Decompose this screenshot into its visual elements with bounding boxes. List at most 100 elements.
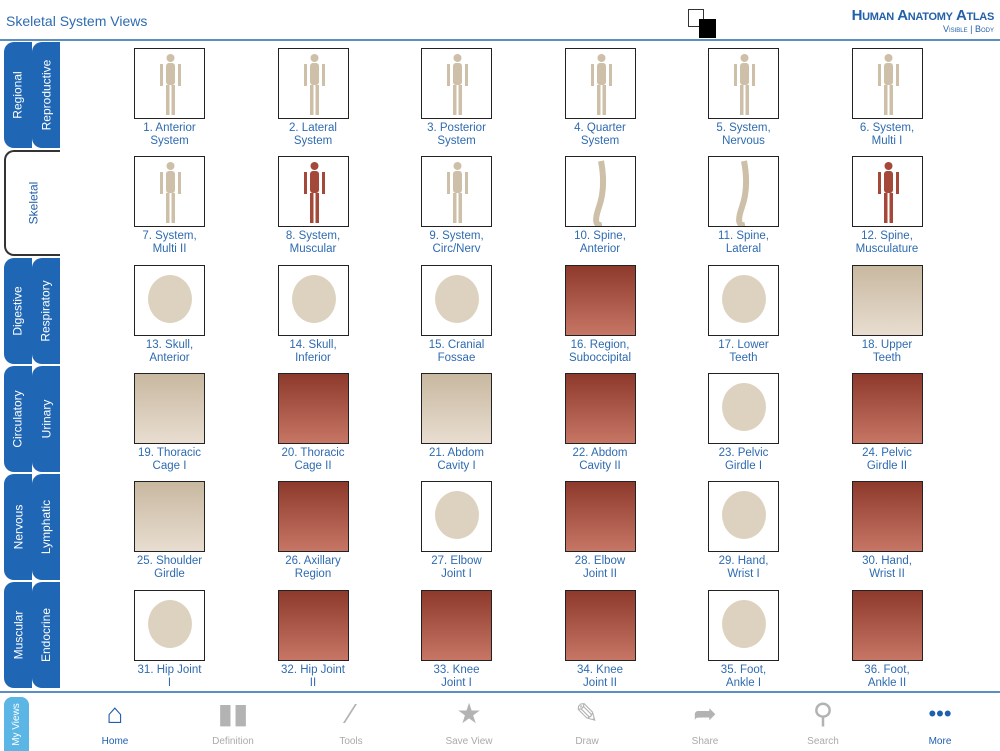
view-thumbnail[interactable] [277,372,349,444]
tab-respiratory[interactable]: Respiratory [32,258,60,364]
view-thumbnail[interactable] [564,372,636,444]
view-thumbnail[interactable] [277,481,349,553]
view-thumbnail[interactable] [134,589,205,661]
tab-skeletal[interactable]: Skeletal [4,150,60,256]
tab-circulatory[interactable]: Circulatory [4,366,32,472]
my-views-tab[interactable]: My Views [4,697,29,751]
view-thumbnail[interactable] [851,589,923,661]
view-thumbnail[interactable] [421,48,492,119]
tab-nervous[interactable]: Nervous [4,474,32,580]
view-thumbnail[interactable] [277,589,349,661]
view-label[interactable]: 30. Hand,Wrist II [816,555,959,581]
view-item[interactable]: 7. System,Multi II [98,156,241,256]
view-label[interactable]: 9. System,Circ/Nerv [385,230,528,256]
view-label[interactable]: 16. Region,Suboccipital [529,339,672,365]
toolbar-home-button[interactable]: ⌂Home [75,699,155,748]
view-thumbnail[interactable] [421,372,492,444]
view-label[interactable]: 35. Foot,Ankle I [672,664,815,690]
view-item[interactable]: 36. Foot,Ankle II [816,589,959,690]
view-label[interactable]: 10. Spine,Anterior [529,230,672,256]
toolbar-share-button[interactable]: ➦Share [665,699,745,748]
view-item[interactable]: 9. System,Circ/Nerv [385,156,528,256]
view-thumbnail[interactable] [708,264,779,336]
view-thumbnail[interactable] [134,156,205,228]
view-thumbnail[interactable] [277,48,349,119]
view-thumbnail[interactable] [134,481,205,553]
view-thumbnail[interactable] [851,156,923,228]
view-thumbnail[interactable] [421,589,492,661]
tab-reproductive[interactable]: Reproductive [32,42,60,148]
toolbar-draw-button[interactable]: ✎Draw [547,699,627,748]
view-label[interactable]: 36. Foot,Ankle II [816,664,959,690]
view-label[interactable]: 14. Skull,Inferior [242,339,385,365]
toolbar-more-button[interactable]: •••More [900,699,980,747]
view-item[interactable]: 13. Skull,Anterior [98,264,241,365]
view-label[interactable]: 12. Spine,Musculature [816,230,959,256]
view-thumbnail[interactable] [421,264,492,336]
view-thumbnail[interactable] [134,372,205,444]
view-item[interactable]: 11. Spine,Lateral [672,156,815,256]
view-label[interactable]: 29. Hand,Wrist I [672,555,815,581]
view-label[interactable]: 8. System,Muscular [242,230,385,256]
toolbar-search-button[interactable]: ⚲Search [783,699,863,748]
layers-button[interactable] [688,9,718,38]
view-item[interactable]: 6. System,Multi I [816,48,959,148]
view-thumbnail[interactable] [851,481,923,553]
view-item[interactable]: 12. Spine,Musculature [816,156,959,256]
view-item[interactable]: 29. Hand,Wrist I [672,481,815,581]
view-thumbnail[interactable] [564,589,636,661]
view-item[interactable]: 10. Spine,Anterior [529,156,672,256]
view-thumbnail[interactable] [134,48,205,119]
view-thumbnail[interactable] [564,481,636,553]
view-item[interactable]: 5. System,Nervous [672,48,815,148]
view-thumbnail[interactable] [564,264,636,336]
tab-muscular[interactable]: Muscular [4,582,32,688]
view-label[interactable]: 11. Spine,Lateral [672,230,815,256]
view-thumbnail[interactable] [851,48,923,119]
toolbar-tools-button[interactable]: ⁄Tools [311,699,391,748]
view-item[interactable]: 8. System,Muscular [242,156,385,256]
view-thumbnail[interactable] [851,264,923,336]
view-item[interactable]: 35. Foot,Ankle I [672,589,815,690]
view-thumbnail[interactable] [564,48,636,119]
tab-regional[interactable]: Regional [4,42,32,148]
view-thumbnail[interactable] [564,156,636,228]
view-thumbnail[interactable] [708,48,779,119]
view-item[interactable]: 14. Skull,Inferior [242,264,385,365]
view-item[interactable]: 16. Region,Suboccipital [529,264,672,365]
view-thumbnail[interactable] [277,156,349,228]
view-thumbnail[interactable] [134,264,205,336]
